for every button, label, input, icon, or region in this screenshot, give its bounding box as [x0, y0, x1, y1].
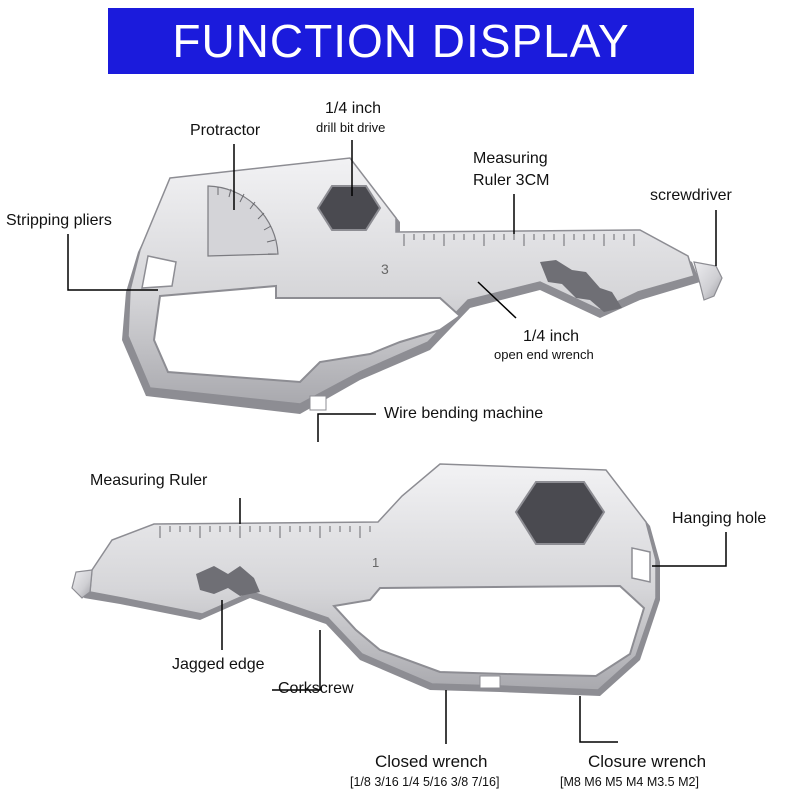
top-inner-cutout — [152, 284, 462, 384]
label-closed-wrench-sizes: [1/8 3/16 1/4 5/16 3/8 7/16] — [350, 775, 500, 789]
protractor-ticks — [217, 187, 276, 255]
bottom-jagged-steps — [196, 566, 260, 596]
bottom-hook-tip — [71, 569, 93, 599]
label-drill-bit-sub: drill bit drive — [316, 120, 386, 135]
label-screwdriver: screwdriver — [650, 187, 732, 204]
bottom-ruler-ticks — [159, 526, 371, 538]
label-wrench-sub: open end wrench — [494, 347, 594, 362]
label-protractor: Protractor — [190, 122, 261, 139]
label-corkscrew: Corkscrew — [278, 680, 354, 697]
label-jagged-edge: Jagged edge — [172, 656, 265, 673]
hanging-hole-slot — [631, 547, 651, 583]
label-wrench-title: 1/4 inch — [523, 328, 580, 345]
hex-drill-hole — [316, 185, 382, 231]
label-ruler-mark-3: 3 — [381, 261, 389, 277]
label-closure-wrench-sizes: [M8 M6 M5 M4 M3.5 M2] — [560, 775, 699, 789]
bottom-inner-cutout — [332, 584, 646, 678]
stripping-slot — [141, 255, 177, 289]
protractor-scale — [207, 185, 279, 257]
label-closed-wrench: Closed wrench — [375, 752, 488, 771]
closure-notch — [479, 675, 501, 689]
label-drill-bit-title: 1/4 inch — [325, 100, 382, 117]
bottom-hex-hole — [514, 481, 606, 545]
top-multitool — [122, 157, 723, 414]
label-wire-bending: Wire bending machine — [384, 405, 544, 422]
label-measuring-ruler-3cm-line2: Ruler 3CM — [473, 172, 550, 189]
label-measuring-ruler-3cm-line1: Measuring — [473, 150, 548, 167]
label-stripping-pliers: Stripping pliers — [6, 212, 112, 229]
label-hanging-hole: Hanging hole — [672, 510, 767, 527]
wire-bending-notch — [309, 395, 327, 411]
label-measuring-ruler: Measuring Ruler — [90, 472, 208, 489]
top-jagged-steps — [540, 260, 622, 312]
page-title: FUNCTION DISPLAY — [172, 15, 630, 67]
leader-lines — [67, 140, 727, 744]
title-banner: FUNCTION DISPLAY — [108, 8, 694, 74]
top-ruler-ticks — [403, 234, 635, 246]
label-ruler-mark-1: 1 — [372, 555, 380, 570]
bottom-multitool — [71, 463, 660, 696]
label-closure-wrench: Closure wrench — [588, 752, 707, 771]
